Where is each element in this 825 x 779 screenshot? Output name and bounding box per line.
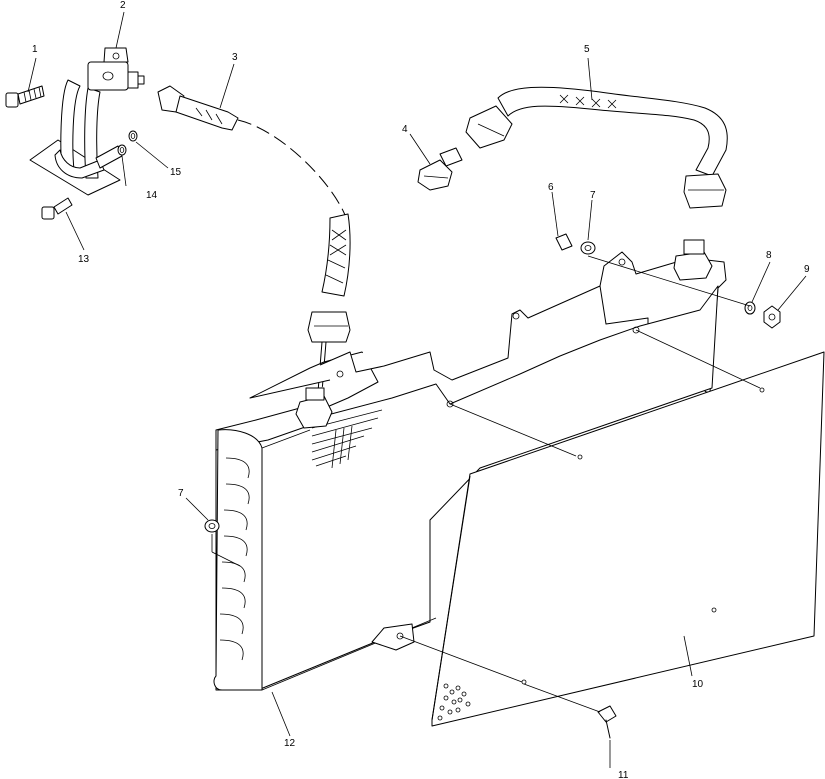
hose-routing-dashed-line xyxy=(237,119,346,216)
callout-8: 8 xyxy=(766,250,772,261)
callout-labels: 1 2 3 4 5 6 7 7 8 9 10 11 12 13 14 15 xyxy=(32,0,810,779)
callout-10: 10 xyxy=(692,679,704,690)
callout-11: 11 xyxy=(618,770,629,779)
callout-7-left: 7 xyxy=(178,488,184,499)
part-1-bolt xyxy=(5,85,45,108)
part-11-screw xyxy=(597,705,617,739)
leader-lines xyxy=(27,11,807,768)
callout-6: 6 xyxy=(548,182,554,193)
part-13-bolt xyxy=(41,197,73,220)
part-3-hose-fitting xyxy=(157,85,239,131)
part-14-o-ring xyxy=(117,144,127,156)
callout-15: 15 xyxy=(170,167,182,178)
callout-14: 14 xyxy=(146,190,158,201)
part-8-washer xyxy=(744,301,756,315)
callout-9: 9 xyxy=(804,264,810,275)
part-9-nut xyxy=(763,305,781,329)
part-3-hose-lower-end xyxy=(307,213,351,393)
part-15-o-ring xyxy=(128,130,138,142)
callout-5: 5 xyxy=(584,44,590,55)
callout-12: 12 xyxy=(284,738,296,749)
callout-3: 3 xyxy=(232,52,238,63)
part-5-hose xyxy=(465,86,728,209)
part-7-grommet-top xyxy=(580,241,596,255)
part-7-grommet-left xyxy=(204,519,220,533)
callout-4: 4 xyxy=(402,124,408,135)
callout-13: 13 xyxy=(78,254,90,265)
callout-2: 2 xyxy=(120,0,126,11)
screen-mesh-detail xyxy=(437,683,471,721)
part-10-screen-panel xyxy=(431,351,825,727)
callout-1: 1 xyxy=(32,44,38,55)
part-6-grommet xyxy=(555,233,573,251)
part-4-adapter-fitting xyxy=(417,147,463,191)
part-12-oil-cooler xyxy=(213,239,727,691)
part-2-fitting-block-assembly xyxy=(29,47,145,196)
callout-7-top: 7 xyxy=(590,190,596,201)
